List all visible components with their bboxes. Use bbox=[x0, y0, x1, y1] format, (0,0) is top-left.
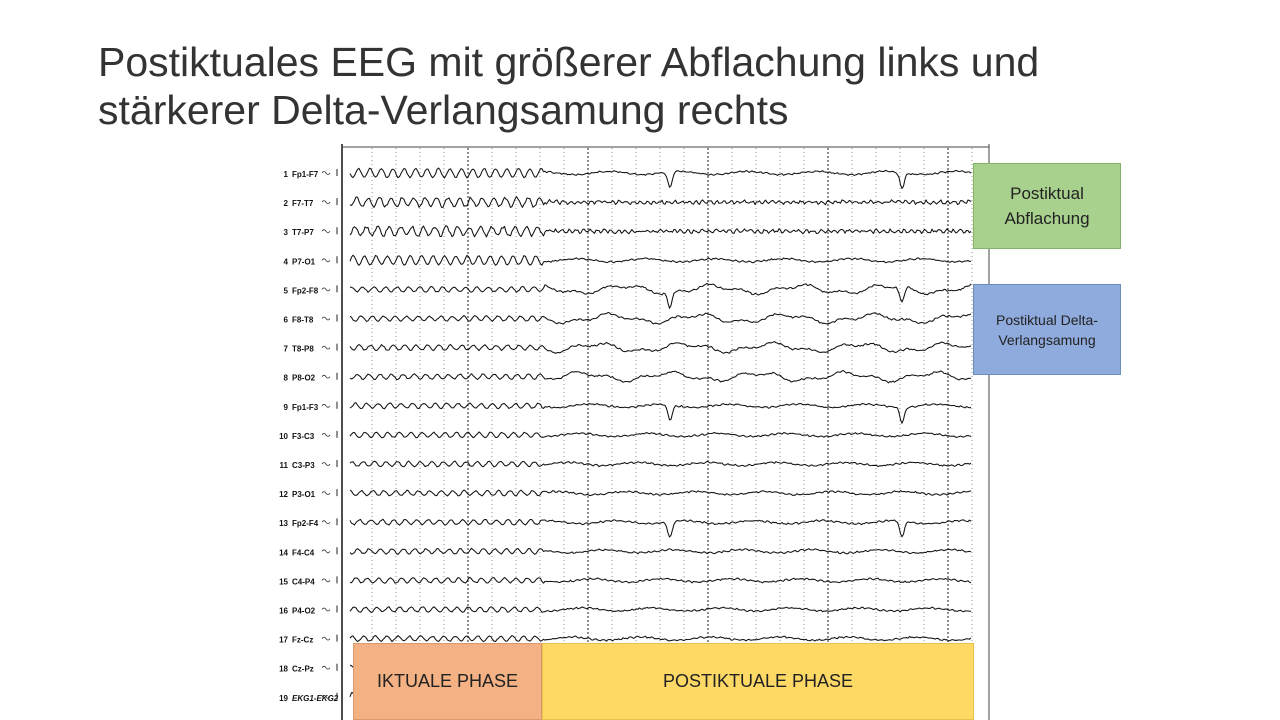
channel-label: P4-O2 bbox=[292, 607, 316, 616]
channel-label: Fz-Cz bbox=[292, 636, 313, 645]
channel-number: 4 bbox=[284, 257, 289, 266]
channel-label: T8-P8 bbox=[292, 345, 314, 354]
eeg-trace-c4-p4 bbox=[349, 576, 972, 584]
eeg-trace-p8-o2 bbox=[349, 370, 972, 384]
slide-title-line-1: Postiktuales EEG mit größerer Abflachung… bbox=[98, 39, 1040, 85]
channel-label: Fp1-F3 bbox=[292, 403, 319, 412]
channel-number: 7 bbox=[284, 345, 289, 354]
channel-label: T7-P7 bbox=[292, 228, 314, 237]
channel-number: 9 bbox=[284, 403, 289, 412]
eeg-trace-t8-p8 bbox=[349, 341, 972, 354]
calibration-mark bbox=[321, 345, 331, 350]
delta-callout-line-2: Verlangsamung bbox=[998, 331, 1096, 348]
channel-number: 17 bbox=[279, 636, 288, 645]
channel-number: 15 bbox=[279, 577, 288, 586]
calibration-mark bbox=[321, 433, 331, 437]
channel-label: Fp1-F7 bbox=[292, 170, 319, 179]
channel-number: 12 bbox=[279, 490, 288, 499]
channel-label: F4-C4 bbox=[292, 548, 315, 557]
channel-number: 5 bbox=[284, 286, 289, 295]
channel-number: 19 bbox=[279, 694, 288, 703]
slide-title-line-2: stärkerer Delta-Verlangsamung rechts bbox=[98, 87, 789, 133]
calibration-mark bbox=[321, 520, 331, 525]
channel-number: 3 bbox=[284, 228, 289, 237]
calibration-mark bbox=[321, 462, 331, 466]
channel-number: 6 bbox=[284, 316, 289, 325]
calibration-mark bbox=[321, 200, 331, 204]
calibration-mark bbox=[321, 578, 331, 583]
channel-number: 16 bbox=[279, 607, 288, 616]
eeg-trace-fp2-f8 bbox=[349, 282, 972, 309]
channel-label: P3-O1 bbox=[292, 490, 316, 499]
channel-label: P8-O2 bbox=[292, 374, 316, 383]
channel-label: P7-O1 bbox=[292, 257, 316, 266]
calibration-mark bbox=[321, 258, 331, 263]
calibration-mark bbox=[321, 316, 331, 321]
ictal-phase-label: IKTUALE PHASE bbox=[353, 643, 542, 720]
eeg-trace-p3-o1 bbox=[349, 489, 972, 497]
channel-number: 1 bbox=[284, 170, 289, 179]
eeg-trace-f4-c4 bbox=[349, 547, 972, 555]
slide-title: Postiktuales EEG mit größerer Abflachung… bbox=[98, 38, 1198, 134]
calibration-mark bbox=[321, 665, 331, 670]
eeg-trace-fp1-f7 bbox=[349, 167, 972, 190]
channel-label: EKG1-EKG2 bbox=[292, 694, 339, 703]
eeg-trace-t7-p7 bbox=[349, 225, 972, 238]
channel-label: C3-P3 bbox=[292, 461, 315, 470]
calibration-mark bbox=[321, 607, 331, 612]
calibration-mark bbox=[321, 287, 331, 292]
channel-number: 18 bbox=[279, 665, 288, 674]
channel-number: 10 bbox=[279, 432, 288, 441]
eeg-trace-f7-t7 bbox=[349, 196, 972, 208]
calibration-mark bbox=[321, 549, 331, 554]
calibration-mark bbox=[321, 229, 331, 234]
channel-number: 8 bbox=[284, 374, 289, 383]
flattening-callout-line-1: Postiktual bbox=[1010, 184, 1084, 203]
flattening-callout-line-2: Abflachung bbox=[1004, 209, 1090, 228]
channel-number: 14 bbox=[279, 548, 288, 557]
postictal-delta-slowing-callout: Postiktual Delta- Verlangsamung bbox=[973, 284, 1121, 375]
channel-label: F8-T8 bbox=[292, 316, 314, 325]
channel-label: Fp2-F4 bbox=[292, 519, 319, 528]
channel-number: 2 bbox=[284, 199, 289, 208]
eeg-trace-fp1-f3 bbox=[349, 402, 972, 424]
eeg-trace-p4-o2 bbox=[349, 606, 972, 613]
postictal-flattening-callout: Postiktual Abflachung bbox=[973, 163, 1121, 249]
channel-label: C4-P4 bbox=[292, 577, 315, 586]
channel-number: 11 bbox=[280, 461, 289, 470]
channel-label: F3-C3 bbox=[292, 432, 315, 441]
channel-label: Cz-Pz bbox=[292, 665, 314, 674]
calibration-mark bbox=[321, 403, 331, 408]
eeg-trace-p7-o1 bbox=[349, 254, 972, 266]
calibration-mark bbox=[321, 374, 331, 379]
channel-number: 13 bbox=[279, 519, 288, 528]
postictal-phase-label: POSTIKTUALE PHASE bbox=[542, 643, 974, 720]
calibration-mark bbox=[321, 491, 331, 495]
calibration-mark bbox=[321, 694, 331, 699]
calibration-mark bbox=[321, 171, 331, 175]
calibration-mark bbox=[321, 636, 331, 641]
channel-label: Fp2-F8 bbox=[292, 286, 319, 295]
eeg-trace-fz-cz bbox=[349, 634, 972, 643]
channel-label: F7-T7 bbox=[292, 199, 314, 208]
delta-callout-line-1: Postiktual Delta- bbox=[996, 311, 1098, 328]
eeg-trace-c3-p3 bbox=[349, 460, 972, 468]
eeg-trace-f8-t8 bbox=[349, 311, 972, 325]
eeg-trace-fp2-f4 bbox=[349, 518, 972, 538]
eeg-trace-f3-c3 bbox=[349, 431, 972, 439]
